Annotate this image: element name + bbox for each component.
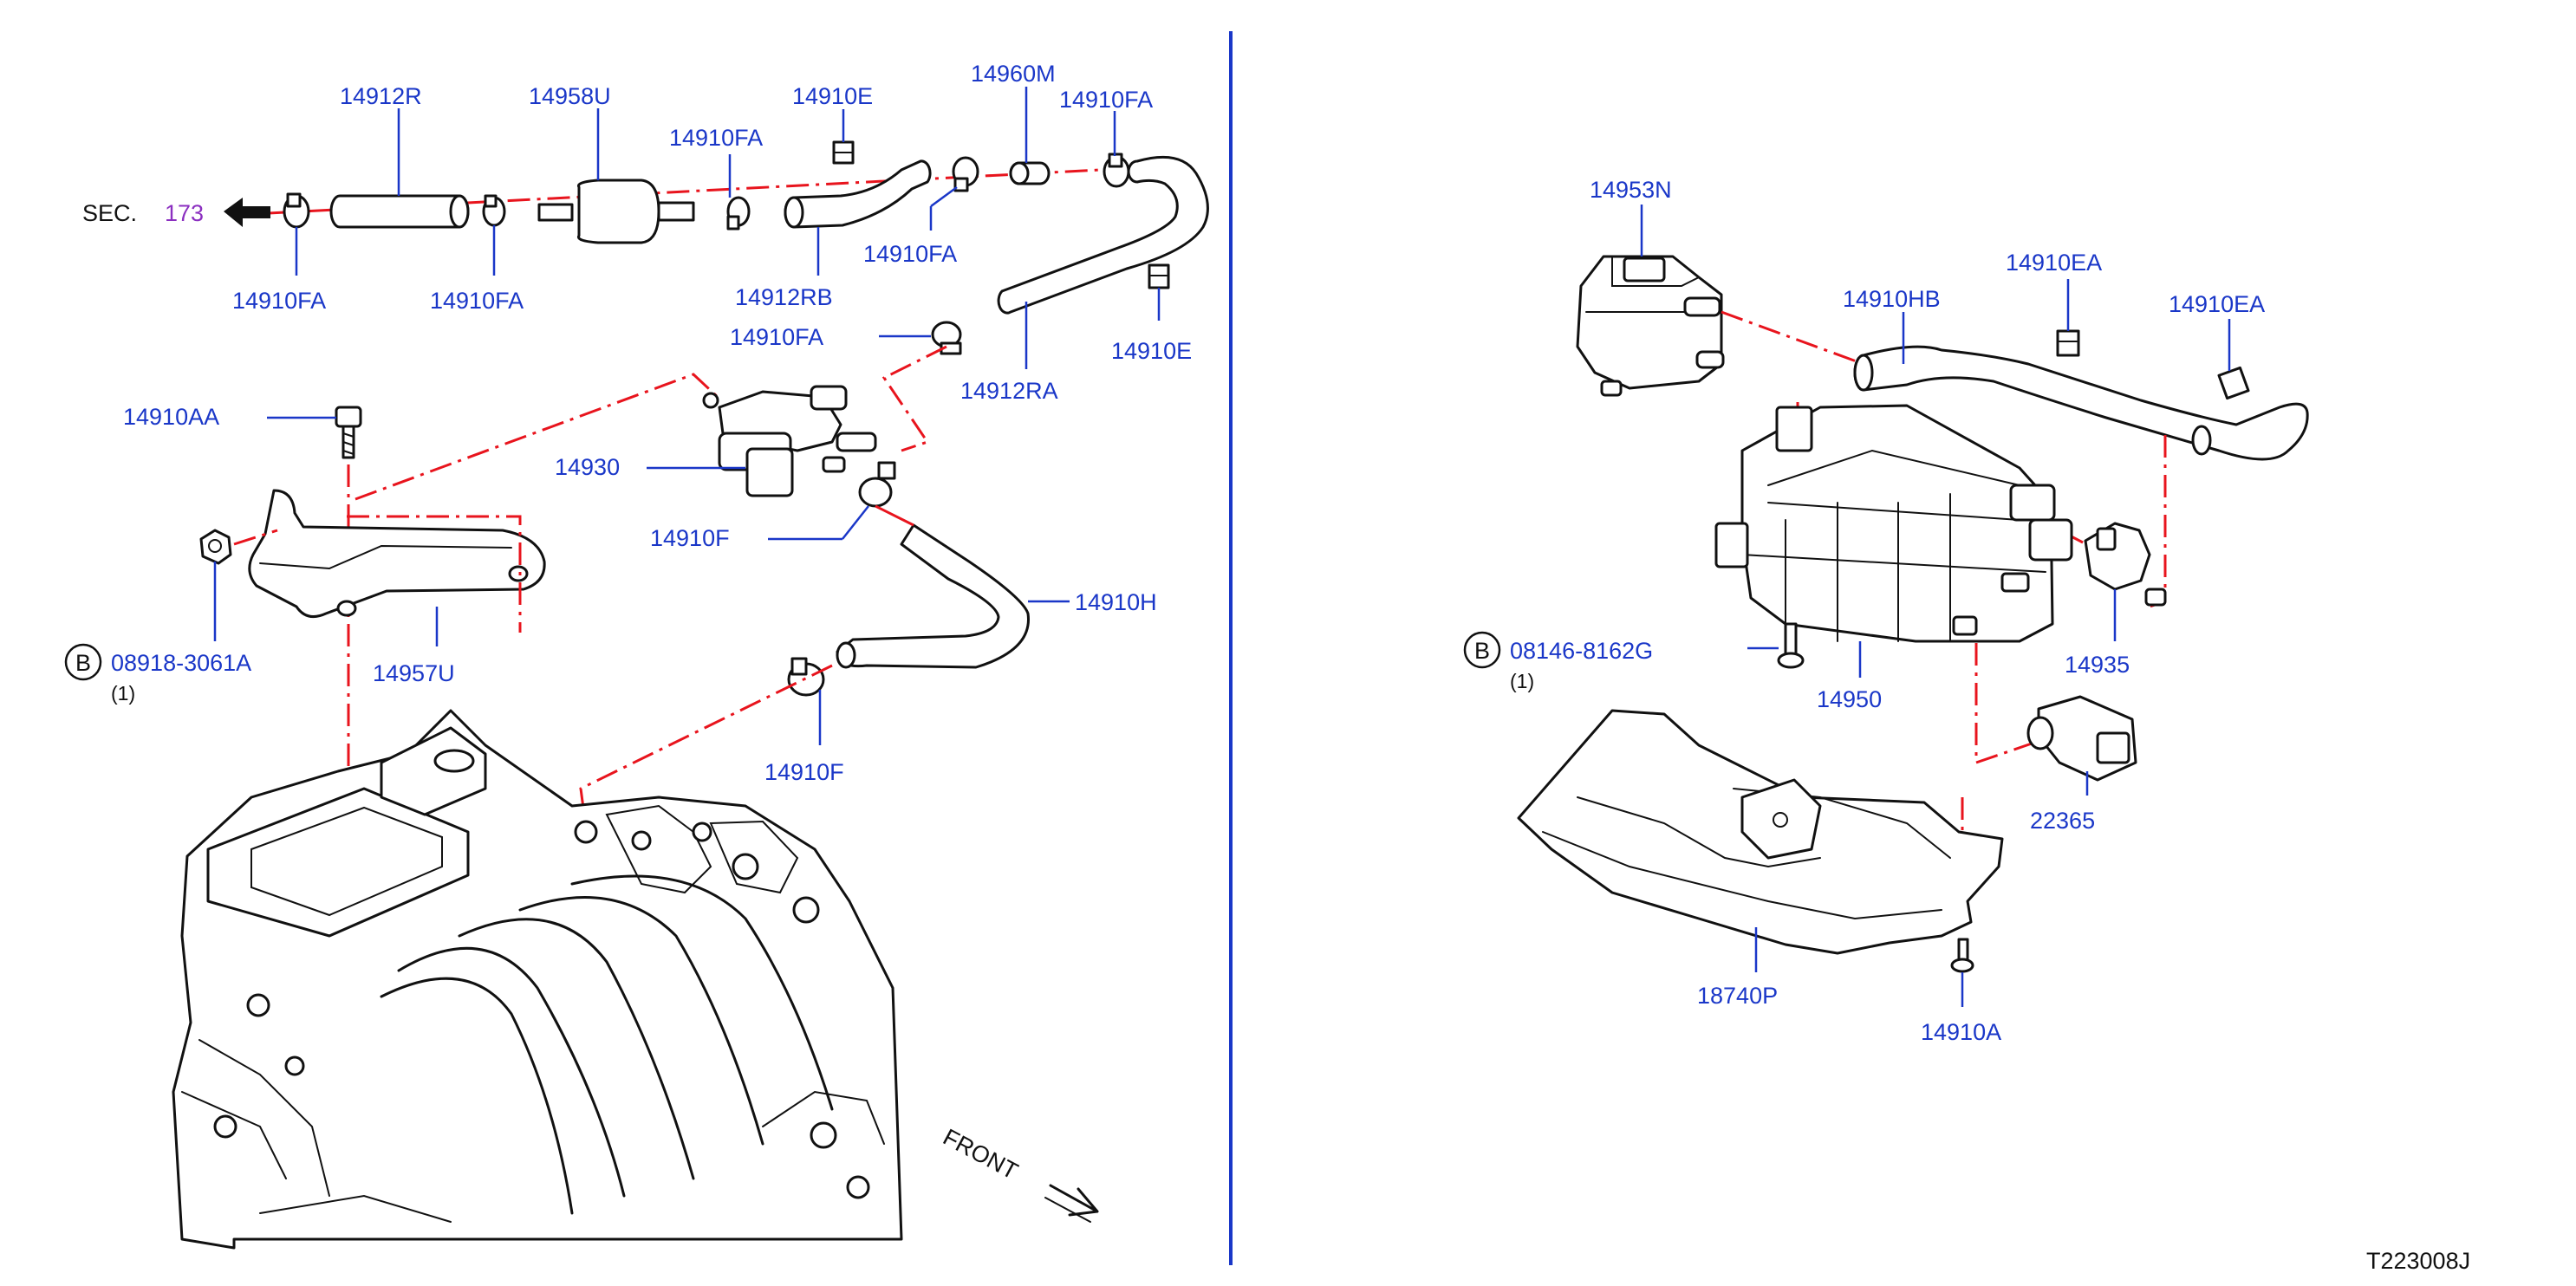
hose-14912RB xyxy=(784,159,932,276)
separator-14953N xyxy=(1576,205,1725,397)
sensor-22365 xyxy=(2026,695,2137,796)
left-arrow-icon xyxy=(224,198,270,227)
section-arrow: SEC. 173 xyxy=(82,198,270,227)
label-14910H: 14910H xyxy=(1075,589,1157,615)
clamp-14910FA-top xyxy=(726,154,751,231)
diagram-id: T223008J xyxy=(2366,1248,2470,1274)
label-14910FA-right: 14910FA xyxy=(1059,87,1153,113)
valve-14930 xyxy=(647,385,877,497)
label-08146-8162G: 08146-8162G xyxy=(1510,638,1653,664)
clamp-14910F-upper xyxy=(768,461,896,541)
label-14910E-top: 14910E xyxy=(792,83,873,109)
right-panel: 14953N 14910HB 14910EA 14910EA xyxy=(1463,177,2309,1045)
qty-08918-3061A: (1) xyxy=(111,682,135,705)
nut-08918-3061A xyxy=(199,529,232,641)
label-14958U: 14958U xyxy=(529,83,611,109)
label-14960M: 14960M xyxy=(971,61,1056,87)
label-14910AA: 14910AA xyxy=(123,404,219,430)
label-14912RB: 14912RB xyxy=(735,284,833,310)
label-14910F-upper: 14910F xyxy=(650,525,730,551)
clamp-14910FA-bottom xyxy=(879,321,962,355)
bolt-symbol-left: B xyxy=(75,650,91,676)
bolt-symbol-circle-left xyxy=(64,643,102,681)
bolt-08146-8162G xyxy=(1747,622,1805,669)
filter-14958U xyxy=(537,108,695,244)
clamp-14910E-top xyxy=(832,109,855,165)
clamp-14910EA-left xyxy=(2056,279,2080,357)
label-14910E-right: 14910E xyxy=(1111,338,1192,364)
engine-intake-manifold xyxy=(172,709,903,1250)
hose-14910HB xyxy=(1853,312,2309,461)
route-canister-22365 xyxy=(1974,643,2033,765)
label-22365: 22365 xyxy=(2030,808,2095,834)
front-arrow-icon xyxy=(1049,1184,1099,1217)
label-14910FA-bottom: 14910FA xyxy=(730,324,823,350)
bracket-14957U xyxy=(248,489,546,646)
valve-14935 xyxy=(2084,522,2167,641)
shield-18740P xyxy=(1517,709,2004,972)
label-14910FA-top: 14910FA xyxy=(669,125,763,151)
connector-14960M xyxy=(1009,87,1051,185)
section-number[interactable]: 173 xyxy=(165,200,204,226)
clamp-14910F-lower xyxy=(787,657,825,745)
label-14910FA-mid: 14910FA xyxy=(863,241,957,267)
label-18740P: 18740P xyxy=(1697,983,1778,1009)
label-14910A: 14910A xyxy=(1921,1019,2001,1045)
label-14910EA-left: 14910EA xyxy=(2006,250,2102,276)
route-14910H xyxy=(875,504,914,527)
front-indicator: FRONT xyxy=(939,1124,1099,1223)
label-14953N: 14953N xyxy=(1590,177,1672,203)
left-panel: SEC. 173 14910FA 14912R 14910FA xyxy=(64,61,1209,1250)
bolt-14910AA xyxy=(267,406,362,459)
label-14910F-lower: 14910F xyxy=(764,759,844,785)
label-14957U: 14957U xyxy=(373,660,455,686)
clamp-14910FA-right xyxy=(1103,111,1130,188)
label-14912RA: 14912RA xyxy=(960,378,1058,404)
label-14910FA-second: 14910FA xyxy=(430,288,524,314)
route-hose-14935 xyxy=(2149,435,2167,608)
front-label: FRONT xyxy=(939,1124,1022,1185)
hose-14910H xyxy=(836,523,1070,669)
bolt-symbol-right: B xyxy=(1474,638,1490,664)
bolt-symbol-circle-right xyxy=(1463,631,1501,669)
label-14910FA-left: 14910FA xyxy=(232,288,326,314)
hose-14912RA xyxy=(997,155,1209,369)
label-14910HB: 14910HB xyxy=(1843,286,1941,312)
route-bracket-14930 xyxy=(355,373,721,501)
qty-08146-8162G: (1) xyxy=(1510,670,1534,692)
label-14912R: 14912R xyxy=(340,83,422,109)
label-08918-3061A: 08918-3061A xyxy=(111,650,251,676)
clamp-14910FA-left xyxy=(283,192,310,276)
route-14953N xyxy=(1721,310,1864,366)
label-14910EA-right: 14910EA xyxy=(2169,291,2265,317)
label-14950: 14950 xyxy=(1817,686,1882,712)
clamp-14910FA-mid xyxy=(929,156,979,231)
hose-14912R xyxy=(329,108,470,229)
label-14935: 14935 xyxy=(2065,652,2130,678)
clamp-14910E-right xyxy=(1148,263,1170,321)
bolt-14910A xyxy=(1950,938,1974,1007)
clamp-14910EA-right xyxy=(2217,319,2250,400)
section-prefix: SEC. xyxy=(82,200,137,226)
route-nut xyxy=(233,529,278,546)
route-bracket-right xyxy=(347,515,522,633)
canister-14950 xyxy=(1714,404,2073,678)
route-14930-top xyxy=(881,345,947,452)
label-14930: 14930 xyxy=(555,454,620,480)
clamp-14910FA-second xyxy=(482,194,506,276)
